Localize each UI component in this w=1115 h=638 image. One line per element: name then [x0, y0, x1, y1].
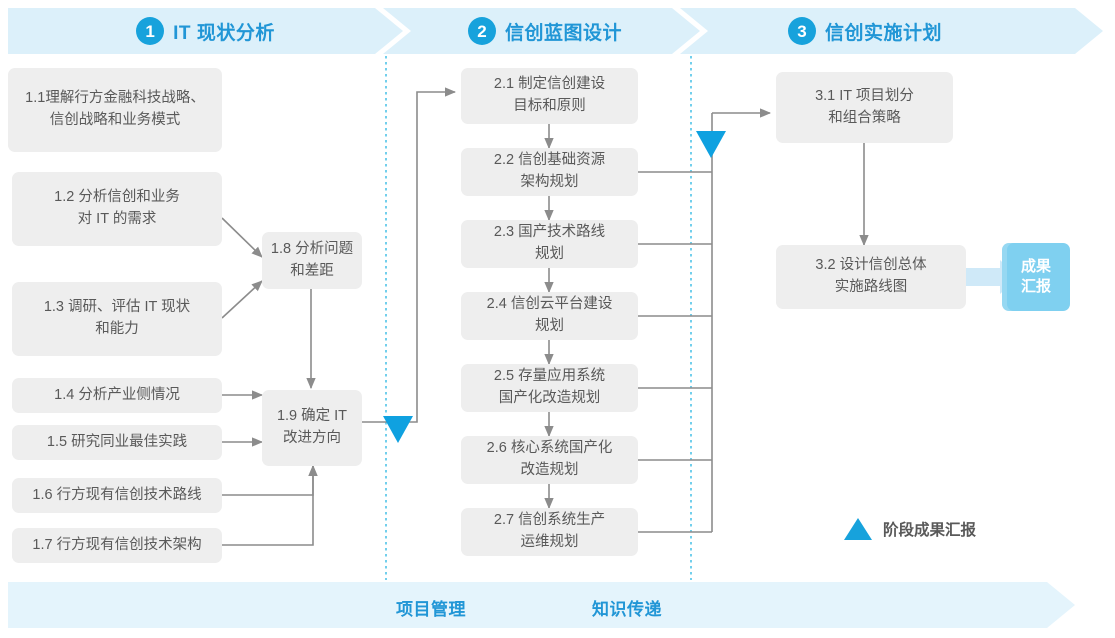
- task-box-2-4[interactable]: 2.4 信创云平台建设 规划: [461, 292, 638, 340]
- task-box-2-5[interactable]: 2.5 存量应用系统 国产化改造规划: [461, 364, 638, 412]
- milestone-triangle-icon: [844, 518, 872, 540]
- task-box-2-3[interactable]: 2.3 国产技术路线 规划: [461, 220, 638, 268]
- task-box-3-1[interactable]: 3.1 IT 项目划分 和组合策略: [776, 72, 953, 143]
- legend: 阶段成果汇报: [844, 518, 976, 540]
- milestone-triangle-phase2: [696, 131, 726, 158]
- task-box-2-6[interactable]: 2.6 核心系统国产化 改造规划: [461, 436, 638, 484]
- footer-label-knowledge-transfer[interactable]: 知识传递: [592, 600, 662, 619]
- task-box-2-7[interactable]: 2.7 信创系统生产 运维规划: [461, 508, 638, 556]
- milestone-triangle-phase1: [383, 416, 413, 443]
- task-box-1-7[interactable]: 1.7 行方现有信创技术架构: [12, 528, 222, 563]
- task-box-1-8[interactable]: 1.8 分析问题 和差距: [262, 232, 362, 289]
- connector-19-21: [362, 87, 457, 423]
- task-box-1-3[interactable]: 1.3 调研、评估 IT 现状 和能力: [12, 282, 222, 356]
- task-box-1-6[interactable]: 1.6 行方现有信创技术路线: [12, 478, 222, 513]
- task-box-2-2[interactable]: 2.2 信创基础资源 架构规划: [461, 148, 638, 196]
- phase-band-1: [8, 8, 403, 54]
- phase-band-2: [383, 8, 700, 54]
- legend-label: 阶段成果汇报: [883, 522, 977, 539]
- connector-17-19: [222, 464, 318, 546]
- connector-12-18: [221, 217, 263, 258]
- task-box-2-1[interactable]: 2.1 制定信创建设 目标和原则: [461, 68, 638, 124]
- task-box-1-5[interactable]: 1.5 研究同业最佳实践: [12, 425, 222, 460]
- connector-13-18: [221, 280, 263, 319]
- task-box-3-2[interactable]: 3.2 设计信创总体 实施路线图: [776, 245, 966, 309]
- footer-label-project-management[interactable]: 项目管理: [396, 600, 466, 619]
- footer-band: [8, 582, 1075, 628]
- task-box-1-1[interactable]: 1.1理解行方金融科技战略、 信创战略和业务模式: [8, 68, 222, 152]
- phase-band-3: [680, 8, 1103, 54]
- task-box-1-4[interactable]: 1.4 分析产业侧情况: [12, 378, 222, 413]
- connector-16-19: [222, 464, 318, 496]
- task-box-1-9[interactable]: 1.9 确定 IT 改进方向: [262, 390, 362, 466]
- result-report-chip[interactable]: 成果 汇报: [1002, 243, 1070, 311]
- task-box-1-2[interactable]: 1.2 分析信创和业务 对 IT 的需求: [12, 172, 222, 246]
